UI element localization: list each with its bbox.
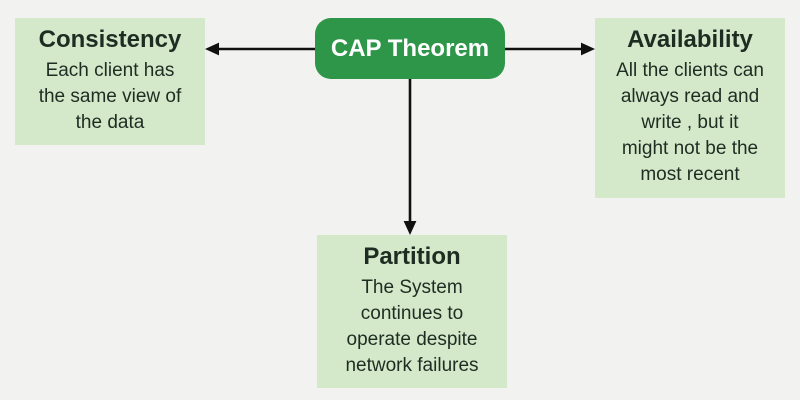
node-availability-title: Availability (627, 26, 753, 53)
node-consistency-title: Consistency (38, 26, 182, 53)
node-consistency-description: Each client has the same view of the dat… (38, 60, 182, 133)
node-consistency: Consistency Each client has the same vie… (15, 18, 205, 145)
node-availability-description: All the clients can always read and writ… (616, 60, 764, 185)
cap-theorem-node: CAP Theorem (315, 18, 505, 79)
arrow-to-availability (505, 42, 595, 56)
node-partition-description: The System continues to operate despite … (345, 277, 479, 376)
arrow-to-partition (403, 79, 417, 235)
node-partition-title: Partition (363, 243, 461, 270)
node-availability: Availability All the clients can always … (595, 18, 785, 198)
arrow-to-consistency (205, 42, 315, 56)
node-partition: Partition The System continues to operat… (317, 235, 507, 388)
